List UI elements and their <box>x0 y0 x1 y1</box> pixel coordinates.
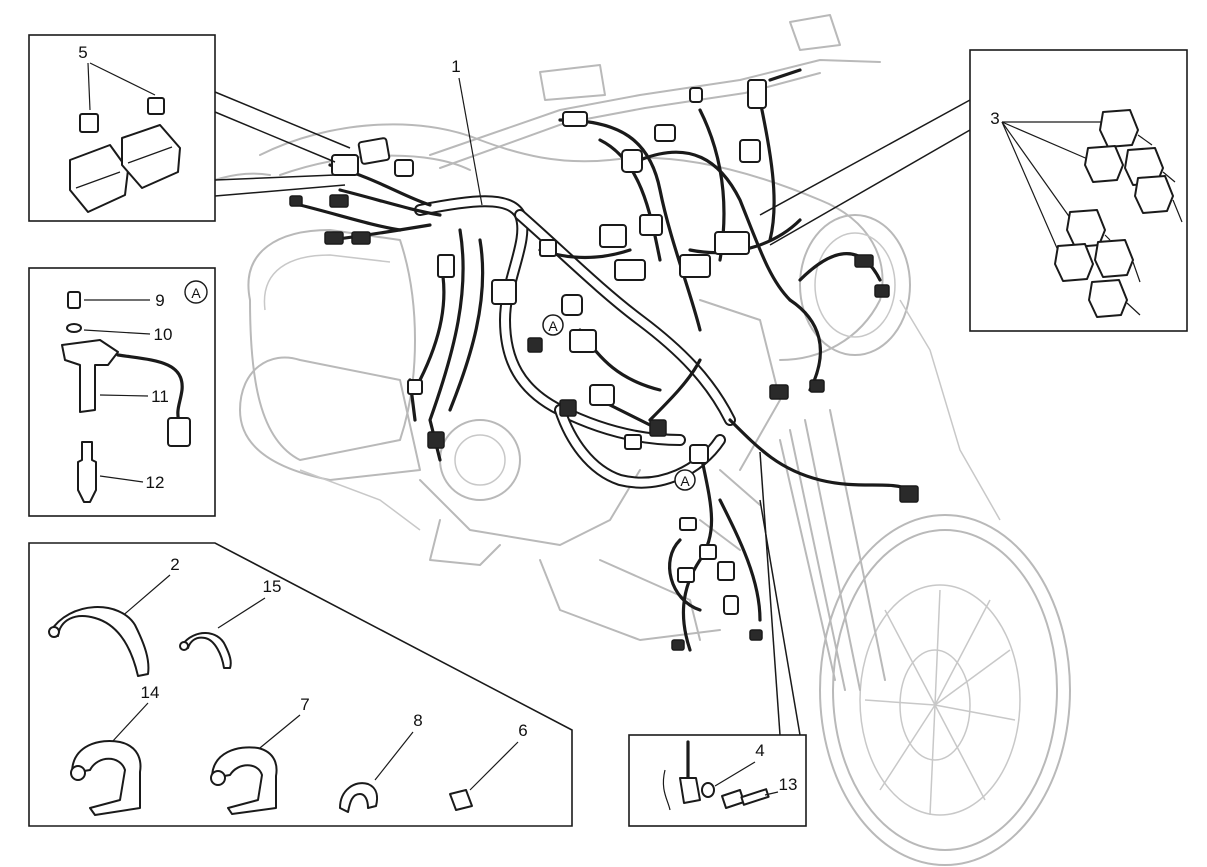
svg-text:9: 9 <box>155 291 164 310</box>
fuse-small-1 <box>79 113 99 133</box>
svg-text:12: 12 <box>146 473 165 492</box>
relay-8 <box>1088 279 1128 318</box>
cable-tie-2 <box>49 606 150 677</box>
inset-relays: 3 <box>759 49 1188 332</box>
ground-terminal <box>679 777 701 804</box>
clamp-7 <box>211 746 278 815</box>
relay-2 <box>1084 145 1124 183</box>
inset-clamps: 2 15 14 7 8 6 <box>28 542 573 827</box>
svg-text:10: 10 <box>154 325 173 344</box>
inset-ignition: A 9 10 11 12 <box>28 267 216 517</box>
svg-text:2: 2 <box>170 555 179 574</box>
svg-text:1: 1 <box>451 57 460 76</box>
relay-7 <box>1094 239 1134 278</box>
svg-text:3: 3 <box>990 109 999 128</box>
relay-4 <box>1134 175 1174 214</box>
svg-text:11: 11 <box>151 387 169 406</box>
relay-6 <box>1054 243 1094 282</box>
inset-fuses: 5 <box>28 34 351 222</box>
washer-10 <box>66 323 82 333</box>
svg-text:15: 15 <box>263 577 282 596</box>
harness-connectors <box>289 79 919 651</box>
svg-text:A: A <box>191 285 201 301</box>
fuse-small-2 <box>147 97 165 115</box>
ignition-coil-11 <box>61 339 119 413</box>
svg-text:A: A <box>548 318 558 334</box>
cable-tie-15 <box>181 632 232 669</box>
svg-text:14: 14 <box>141 683 160 702</box>
svg-text:6: 6 <box>518 721 527 740</box>
inset-ground: 4 13 <box>628 451 807 827</box>
washer-4 <box>701 782 715 798</box>
relay-block-1 <box>69 144 129 213</box>
clip-6 <box>449 789 473 811</box>
svg-text:8: 8 <box>413 711 422 730</box>
marker-a-main-2: A <box>674 469 696 491</box>
svg-text:A: A <box>680 473 690 489</box>
svg-text:7: 7 <box>300 695 309 714</box>
marker-a-inset <box>184 280 208 304</box>
callout-1: 1 <box>451 57 483 206</box>
spark-plug-12 <box>77 441 97 503</box>
svg-text:4: 4 <box>755 741 764 760</box>
clamp-14 <box>71 740 142 816</box>
relay-1 <box>1099 109 1139 148</box>
svg-text:13: 13 <box>779 775 798 794</box>
relay-block-2 <box>121 124 181 189</box>
svg-text:5: 5 <box>78 43 87 62</box>
screw-9 <box>67 291 81 309</box>
marker-a-main-1: A <box>542 314 564 336</box>
clamp-8 <box>339 782 378 813</box>
